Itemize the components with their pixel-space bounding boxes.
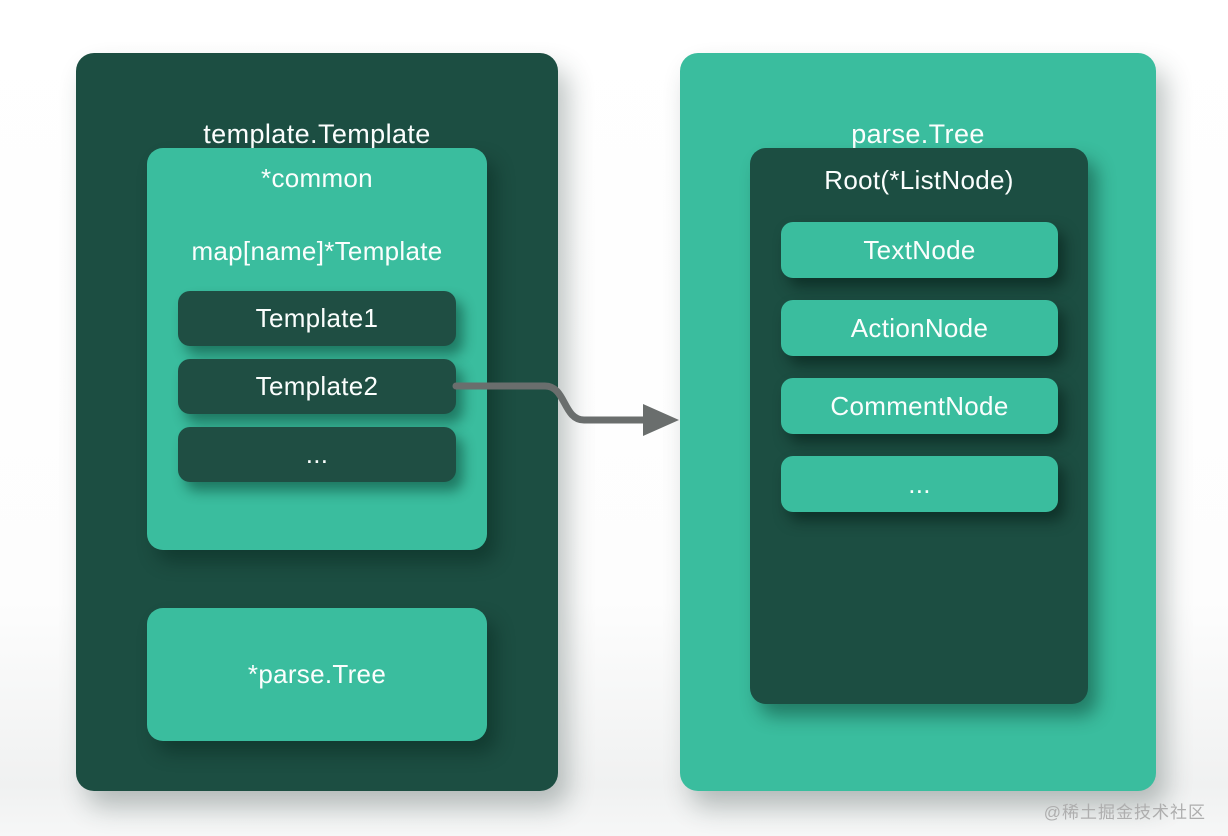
common-field-label: *common: [261, 163, 373, 193]
root-listnode-title: Root(*ListNode): [824, 165, 1014, 195]
template-item-1: Template1: [178, 291, 456, 346]
parse-tree-title: parse.Tree: [851, 119, 985, 149]
watermark: @稀土掘金技术社区: [1043, 803, 1206, 822]
node-item-text: TextNode: [781, 222, 1058, 278]
node-item-ellipsis: ...: [781, 456, 1058, 512]
template-template-title: template.Template: [203, 119, 431, 149]
template-item-ellipsis: ...: [178, 427, 456, 482]
map-field-label: map[name]*Template: [191, 236, 443, 266]
node-item-comment: CommentNode: [781, 378, 1058, 434]
arrow-head-icon: [643, 404, 679, 436]
parse-tree-panel: parse.Tree Root(*ListNode) TextNode Acti…: [680, 53, 1156, 791]
template-item-2: Template2: [178, 359, 456, 414]
template-fields-box: *common map[name]*Template Template1 Tem…: [147, 148, 487, 550]
root-listnode-box: Root(*ListNode) TextNode ActionNode Comm…: [750, 148, 1088, 704]
template-template-panel: template.Template *common map[name]*Temp…: [76, 53, 558, 791]
parse-tree-pointer-box: *parse.Tree: [147, 608, 487, 741]
node-item-action: ActionNode: [781, 300, 1058, 356]
